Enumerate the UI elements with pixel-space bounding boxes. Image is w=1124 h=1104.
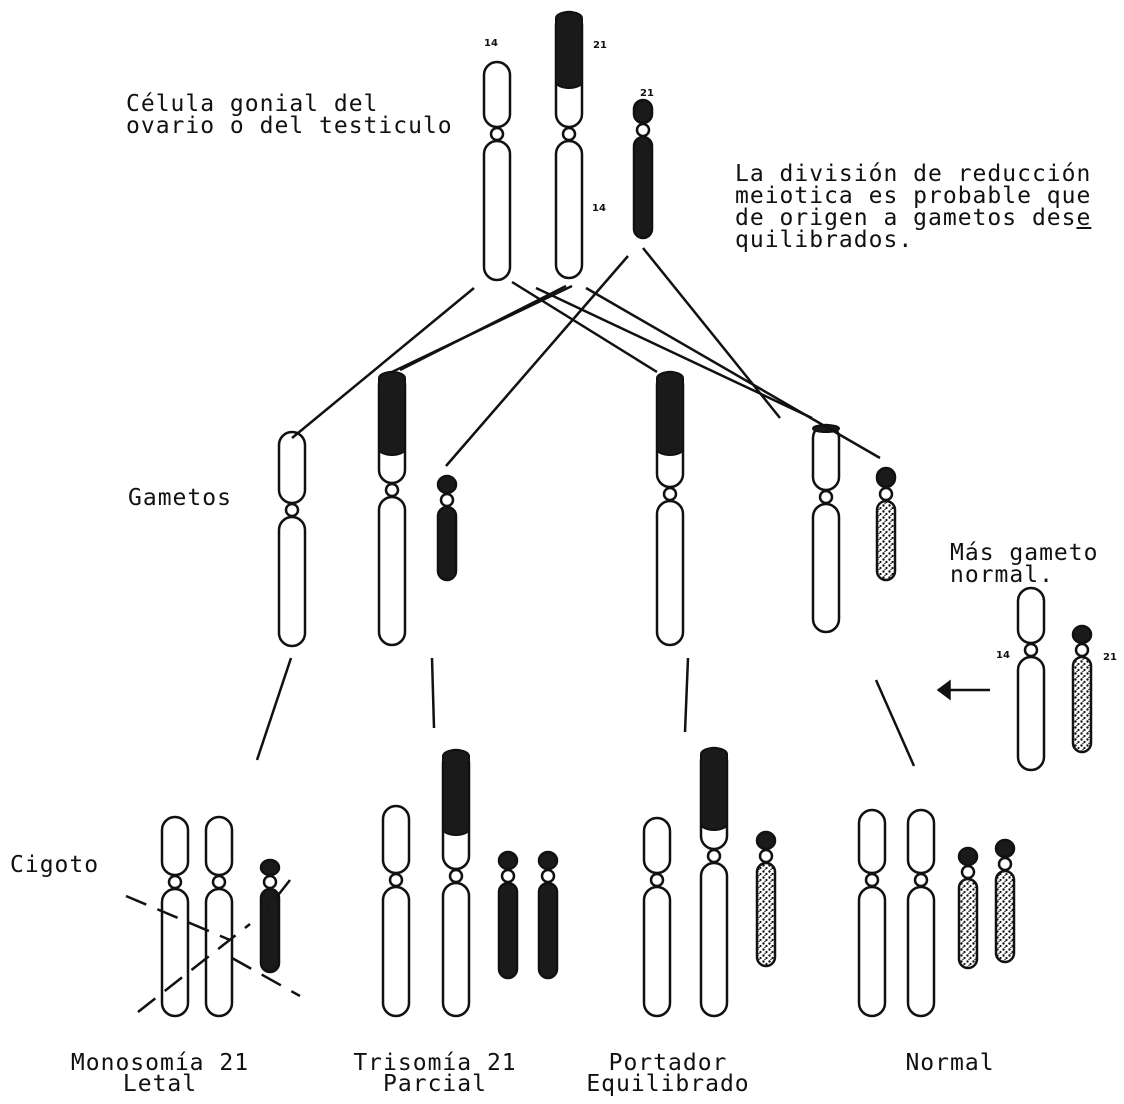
label-division-2: meiotica es probable que <box>735 186 1091 206</box>
outcome-portador-2: Equilibrado <box>578 1074 758 1094</box>
chromosome-number-21-normal: 21 <box>1103 652 1117 663</box>
gamete-zygote-line <box>432 658 434 728</box>
label-division-3: de origen a gametos dese <box>735 208 1091 228</box>
label-gametos: Gametos <box>128 488 232 508</box>
chromosome-number-14-long: 14 <box>592 203 606 214</box>
gamete-zygote-line <box>257 658 291 760</box>
zygote-trisomia-chromosome-21b <box>539 852 557 978</box>
label-mas-gameto-2: normal. <box>950 565 1054 585</box>
segregation-line <box>586 288 880 458</box>
outcome-trisomia-2: Parcial <box>345 1074 525 1094</box>
chromosome-21-small-top <box>634 100 652 238</box>
outcome-monosomia-1: Monosomía 21 <box>70 1053 250 1073</box>
chromosome-translocation-top <box>556 12 582 278</box>
zygote-monosomia-chromosome-21 <box>261 860 279 972</box>
label-division-4: quilibrados. <box>735 230 913 250</box>
gamete-2-chromosome-21 <box>438 476 456 580</box>
label-mas-gameto-1: Más gameto <box>950 543 1098 563</box>
gamete-zygote-line <box>876 680 914 766</box>
outcome-portador-1: Portador <box>578 1053 758 1073</box>
zygote-portador-chromosome-translocation <box>701 748 727 1016</box>
gamete-1-chromosome-14 <box>279 432 305 646</box>
label-cigoto: Cigoto <box>10 855 99 875</box>
chromosome-14-top <box>484 62 510 280</box>
label-division-1: La división de reducción <box>735 164 1091 184</box>
chromosome-number-21-top: 21 <box>593 40 607 51</box>
gamete-4-chromosome-14 <box>813 425 839 632</box>
label-celula-1: Célula gonial del <box>126 94 378 114</box>
outcome-trisomia-1: Trisomía 21 <box>345 1053 525 1073</box>
arrow-left-icon <box>938 681 950 699</box>
chromosome-number-21-small: 21 <box>640 88 654 99</box>
zygote-normal-chromosome-14a <box>859 810 885 1016</box>
zygote-portador-chromosome-14 <box>644 818 670 1016</box>
label-celula-2: ovario o del testiculo <box>126 116 453 136</box>
label-division-3b: e <box>1077 205 1092 231</box>
chromosome-number-14-top: 14 <box>484 38 498 49</box>
outcome-monosomia-2: Letal <box>70 1074 250 1094</box>
zygote-normal-chromosome-21a <box>959 848 977 968</box>
gamete-2-chromosome-translocation <box>379 372 405 645</box>
gamete-4-chromosome-21 <box>877 468 895 580</box>
gamete-3-chromosome-translocation <box>657 372 683 645</box>
zygote-normal-chromosome-21b <box>996 840 1014 962</box>
outcome-normal-1: Normal <box>860 1053 1040 1073</box>
zygote-portador-chromosome-21 <box>757 832 775 966</box>
normal-gamete-chromosome-21 <box>1073 626 1091 752</box>
zygote-trisomia-chromosome-21a <box>499 852 517 978</box>
normal-gamete-chromosome-14 <box>1018 588 1044 770</box>
zygote-trisomia-chromosome-14 <box>383 806 409 1016</box>
zygote-trisomia-chromosome-translocation <box>443 750 469 1016</box>
segregation-line <box>512 282 657 372</box>
zygote-normal-chromosome-14b <box>908 810 934 1016</box>
gamete-zygote-line <box>685 658 688 732</box>
zygote-monosomia-chromosome-14b <box>206 817 232 1016</box>
chromosome-number-14-normal: 14 <box>996 650 1010 661</box>
